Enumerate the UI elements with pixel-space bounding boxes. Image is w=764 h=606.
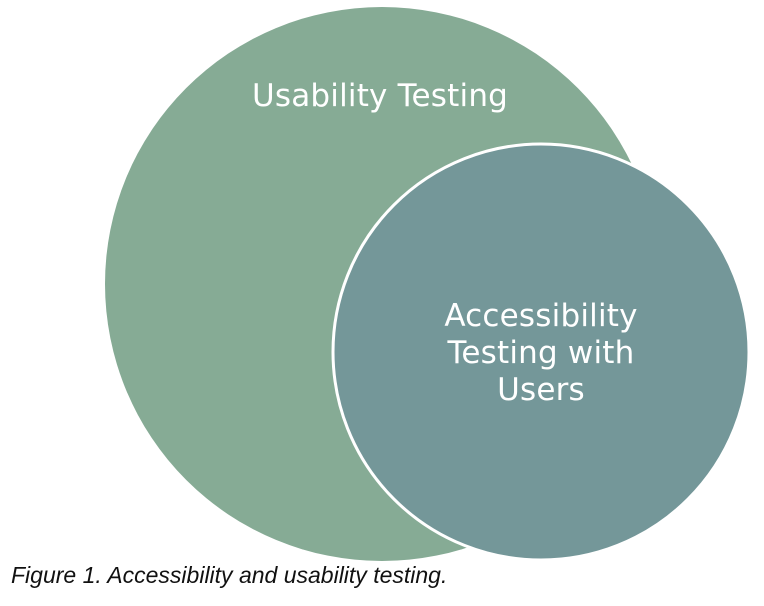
venn-diagram: Usability Testing Accessibility Testing … bbox=[105, 7, 751, 562]
venn-diagram-svg bbox=[105, 7, 751, 562]
usability-testing-label: Usability Testing bbox=[251, 78, 509, 114]
accessibility-testing-label: Accessibility Testing with Users bbox=[400, 298, 682, 409]
accessibility-label-line-3: Users bbox=[497, 372, 585, 408]
accessibility-label-line-2: Testing with bbox=[447, 335, 635, 371]
accessibility-testing-circle bbox=[331, 142, 751, 562]
figure-caption: Figure 1. Accessibility and usability te… bbox=[11, 562, 448, 588]
accessibility-label-line-1: Accessibility bbox=[444, 298, 638, 334]
